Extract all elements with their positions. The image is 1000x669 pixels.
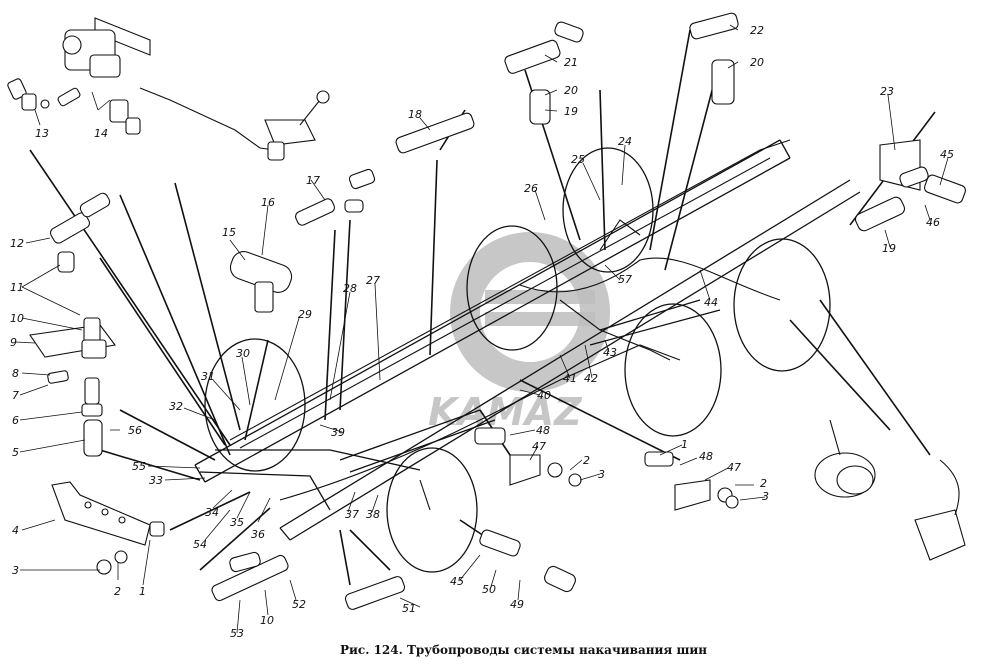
callout-32: 32 [169, 400, 183, 413]
callout-23: 23 [880, 85, 894, 98]
callout-25: 25 [571, 153, 585, 166]
callout-38: 38 [366, 508, 380, 521]
callout-31: 31 [201, 370, 215, 383]
callout-20: 20 [564, 84, 578, 97]
callout-45: 45 [450, 575, 464, 588]
control-lever [264, 90, 330, 161]
callout-21: 21 [564, 56, 578, 69]
callout-5: 5 [12, 446, 19, 459]
callout-14: 14 [94, 127, 108, 140]
callout-1b: 1 [681, 438, 688, 451]
callout-15: 15 [222, 226, 236, 239]
callout-46: 46 [926, 216, 940, 229]
callout-53: 53 [230, 627, 244, 640]
callout-2: 2 [114, 585, 121, 598]
callout-18: 18 [408, 108, 422, 121]
part-4-bracket [51, 481, 165, 575]
callout-36: 36 [251, 528, 265, 541]
part-9-10-bracket [29, 317, 116, 359]
callout-leaders [14, 24, 949, 634]
callout-7: 7 [12, 389, 19, 402]
callout-labels: 13 14 12 11 10 9 8 7 6 5 4 3 2 1 56 55 3… [10, 24, 954, 640]
callout-33: 33 [149, 474, 163, 487]
callout-20b: 20 [750, 56, 764, 69]
callout-28: 28 [343, 282, 357, 295]
callout-19: 19 [564, 105, 578, 118]
hub-assembly [814, 419, 876, 498]
callout-12: 12 [10, 237, 24, 250]
part-47-48-bolt-set [474, 427, 739, 511]
callout-9: 9 [10, 336, 17, 349]
callout-52: 52 [292, 598, 306, 611]
part-12-11-fittings [49, 192, 111, 273]
part-52-53-fittings [211, 551, 289, 602]
callout-48b: 48 [699, 450, 713, 463]
wheel-valve-assembly [914, 459, 966, 561]
watermark-logo: KAMAZ [428, 232, 611, 434]
callout-3: 3 [12, 564, 19, 577]
callout-51: 51 [402, 602, 416, 615]
part-19-22-fittings [504, 12, 739, 125]
callout-8: 8 [12, 367, 19, 380]
callout-27: 27 [366, 274, 380, 287]
chassis-frame [194, 139, 861, 541]
callout-43: 43 [603, 346, 617, 359]
callout-45b: 45 [940, 148, 954, 161]
callout-40: 40 [537, 389, 551, 402]
callout-55: 55 [132, 460, 146, 473]
callout-35: 35 [230, 516, 244, 529]
callout-6: 6 [12, 414, 19, 427]
callout-24: 24 [618, 135, 632, 148]
callout-44: 44 [704, 296, 718, 309]
callout-50: 50 [482, 583, 496, 596]
part-17-18-fittings [295, 112, 475, 226]
figure-caption: Рис. 124. Трубопроводы системы накачиван… [340, 643, 707, 657]
part-5-8-fittings [47, 370, 103, 457]
part-13-fitting [7, 78, 50, 111]
callout-39: 39 [331, 426, 345, 439]
callout-29: 29 [298, 308, 312, 321]
callout-4: 4 [12, 524, 19, 537]
callout-3c: 3 [762, 490, 769, 503]
callout-2c: 2 [760, 477, 767, 490]
part-14-valve-block [57, 17, 151, 135]
leader-rays [29, 29, 936, 586]
callout-49: 49 [510, 598, 524, 611]
callout-11: 11 [10, 281, 24, 294]
callout-22: 22 [750, 24, 764, 37]
callout-16: 16 [261, 196, 275, 209]
callout-3b: 3 [598, 468, 605, 481]
part-15-16-hose [229, 251, 293, 313]
callout-10: 10 [10, 312, 24, 325]
callout-37: 37 [345, 508, 359, 521]
part-49-51-fittings [344, 529, 576, 610]
part-23-bracket [854, 139, 967, 232]
callout-48: 48 [536, 424, 550, 437]
callout-41: 41 [563, 372, 577, 385]
callout-54: 54 [193, 538, 207, 551]
callout-34: 34 [205, 506, 219, 519]
callout-19b: 19 [882, 242, 896, 255]
callout-30: 30 [236, 347, 250, 360]
callout-47: 47 [532, 440, 546, 453]
callout-26: 26 [524, 182, 538, 195]
callout-42: 42 [584, 372, 598, 385]
callout-10b: 10 [260, 614, 274, 627]
callout-47b: 47 [727, 461, 741, 474]
callout-2b: 2 [583, 454, 590, 467]
watermark-text: KAMAZ [428, 390, 583, 434]
callout-56: 56 [128, 424, 142, 437]
callout-17: 17 [306, 174, 320, 187]
callout-1: 1 [139, 585, 146, 598]
callout-57: 57 [618, 273, 632, 286]
callout-13: 13 [35, 127, 49, 140]
